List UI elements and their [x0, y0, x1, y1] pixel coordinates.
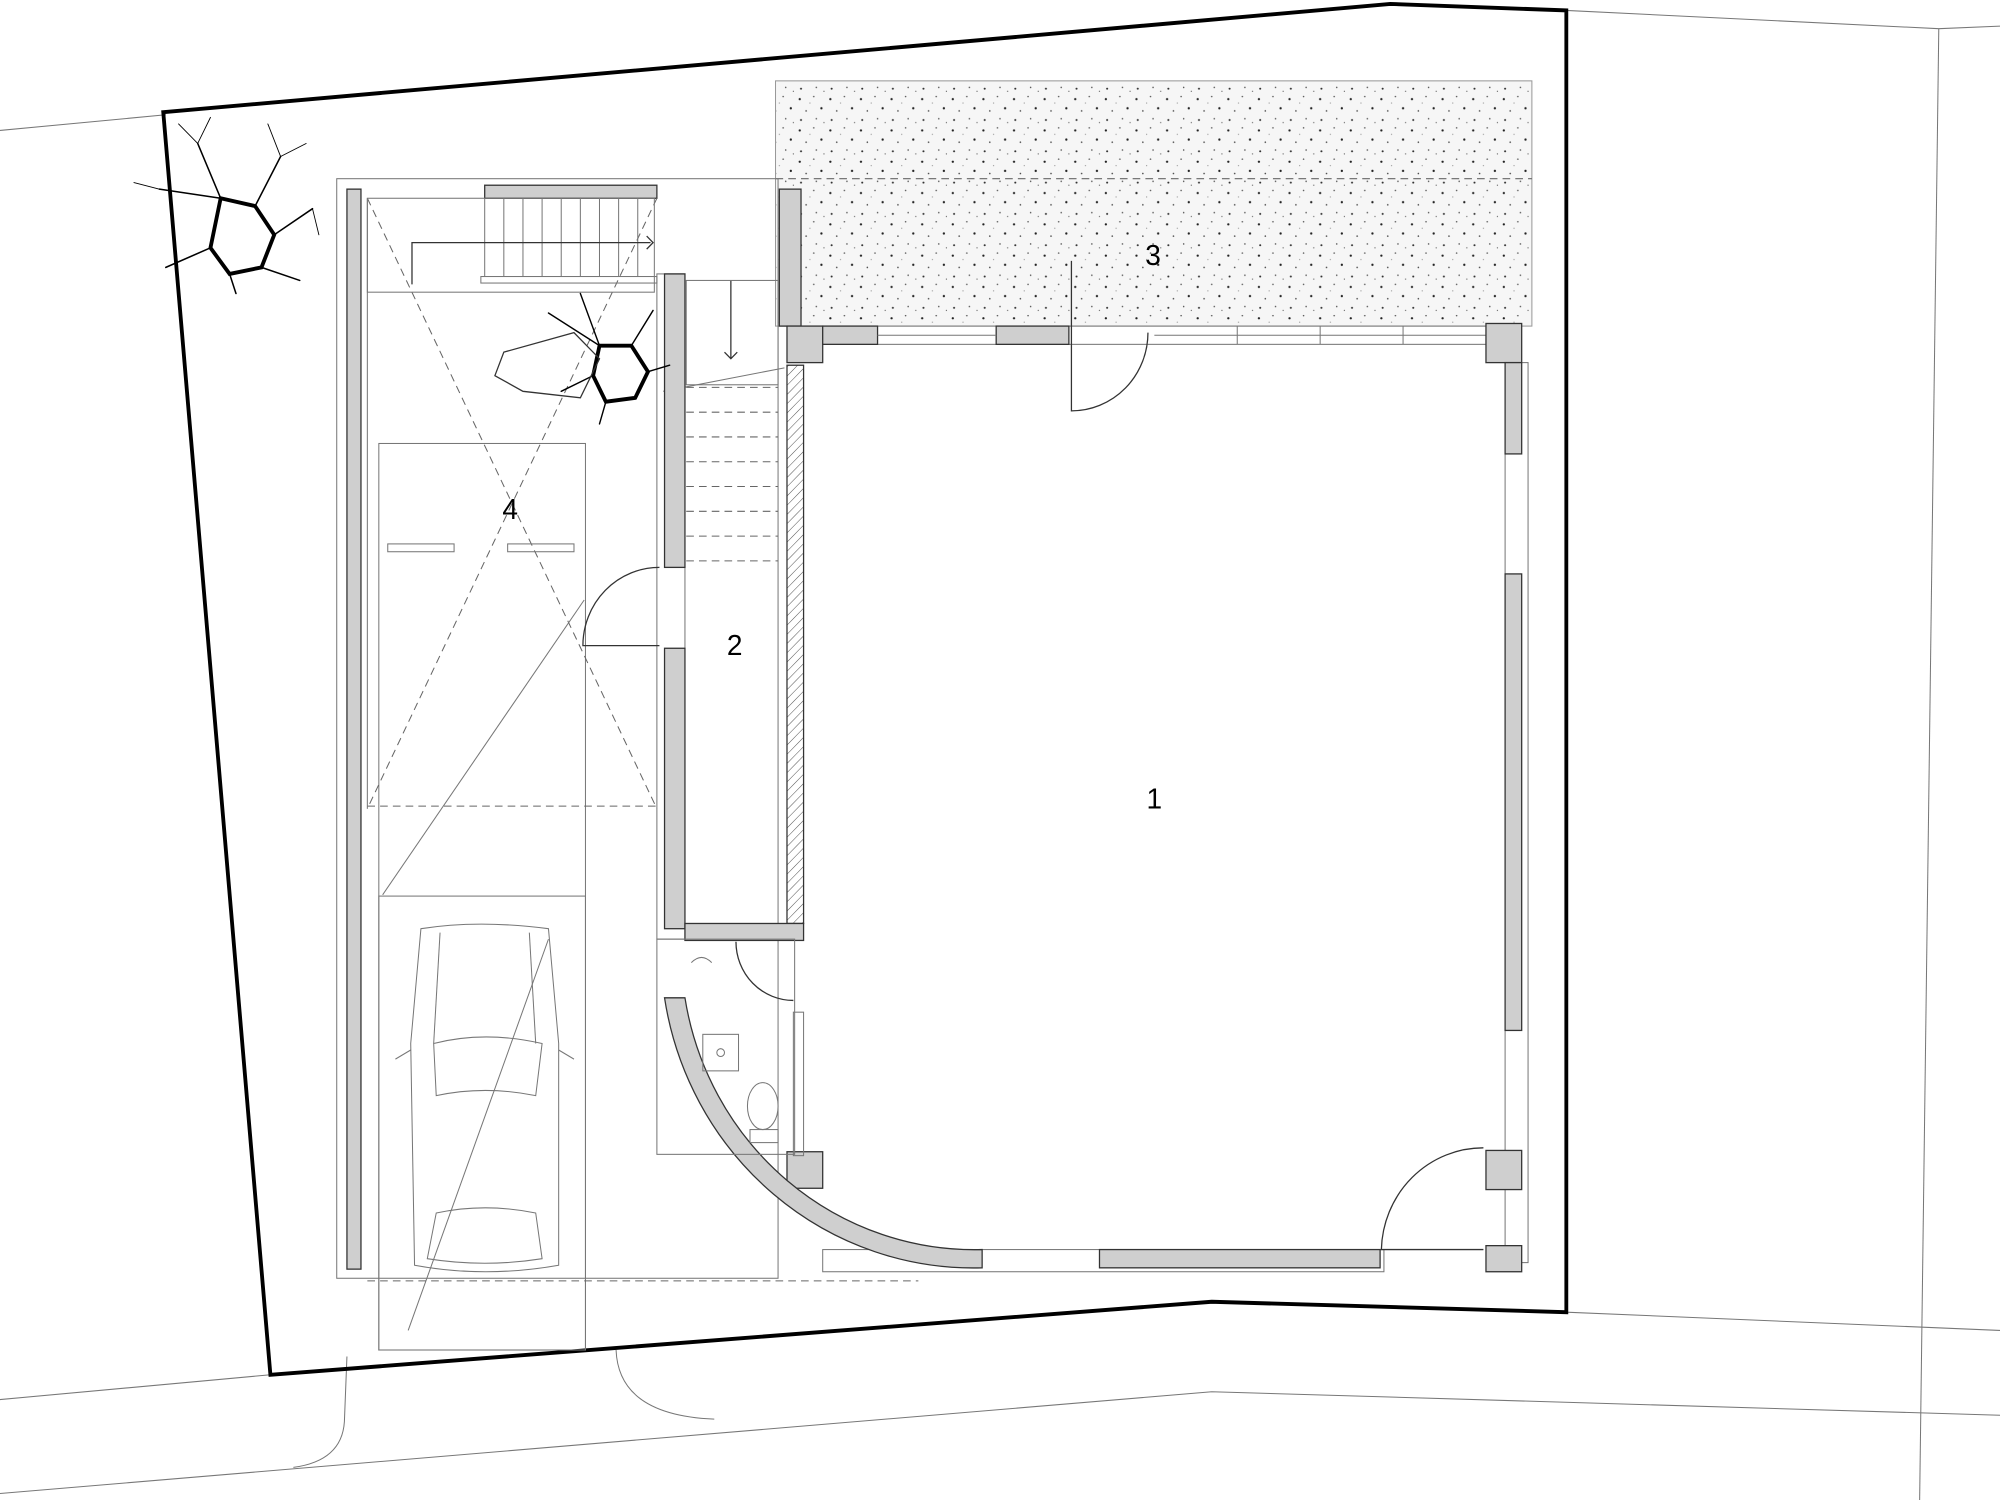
- toilet-icon: [746, 1082, 779, 1131]
- main-entry-door-swing[interactable]: [1070, 260, 1149, 412]
- tree-icon: [133, 116, 320, 295]
- main-room-walls: [663, 188, 1529, 1273]
- bathroom: [656, 938, 805, 1157]
- room-label-2: 2: [727, 630, 743, 662]
- corridor-door-swing[interactable]: [582, 566, 660, 647]
- car-icon: [395, 923, 575, 1273]
- room-label-3: 3: [1145, 240, 1161, 272]
- gravel-garden: [774, 80, 1533, 327]
- property-boundary: [161, 1, 1569, 1377]
- room-label-1: 1: [1147, 783, 1163, 815]
- sink-icon: [702, 1033, 740, 1072]
- site-context: [0, 9, 2000, 1500]
- carport-area: [336, 178, 919, 1351]
- corridor-walls: [582, 273, 805, 942]
- rock-icon: [494, 331, 601, 399]
- side-door-swing[interactable]: [1380, 1147, 1484, 1251]
- room-label-4: 4: [502, 494, 518, 526]
- tree-icon: [547, 292, 671, 425]
- staircase: [366, 197, 785, 562]
